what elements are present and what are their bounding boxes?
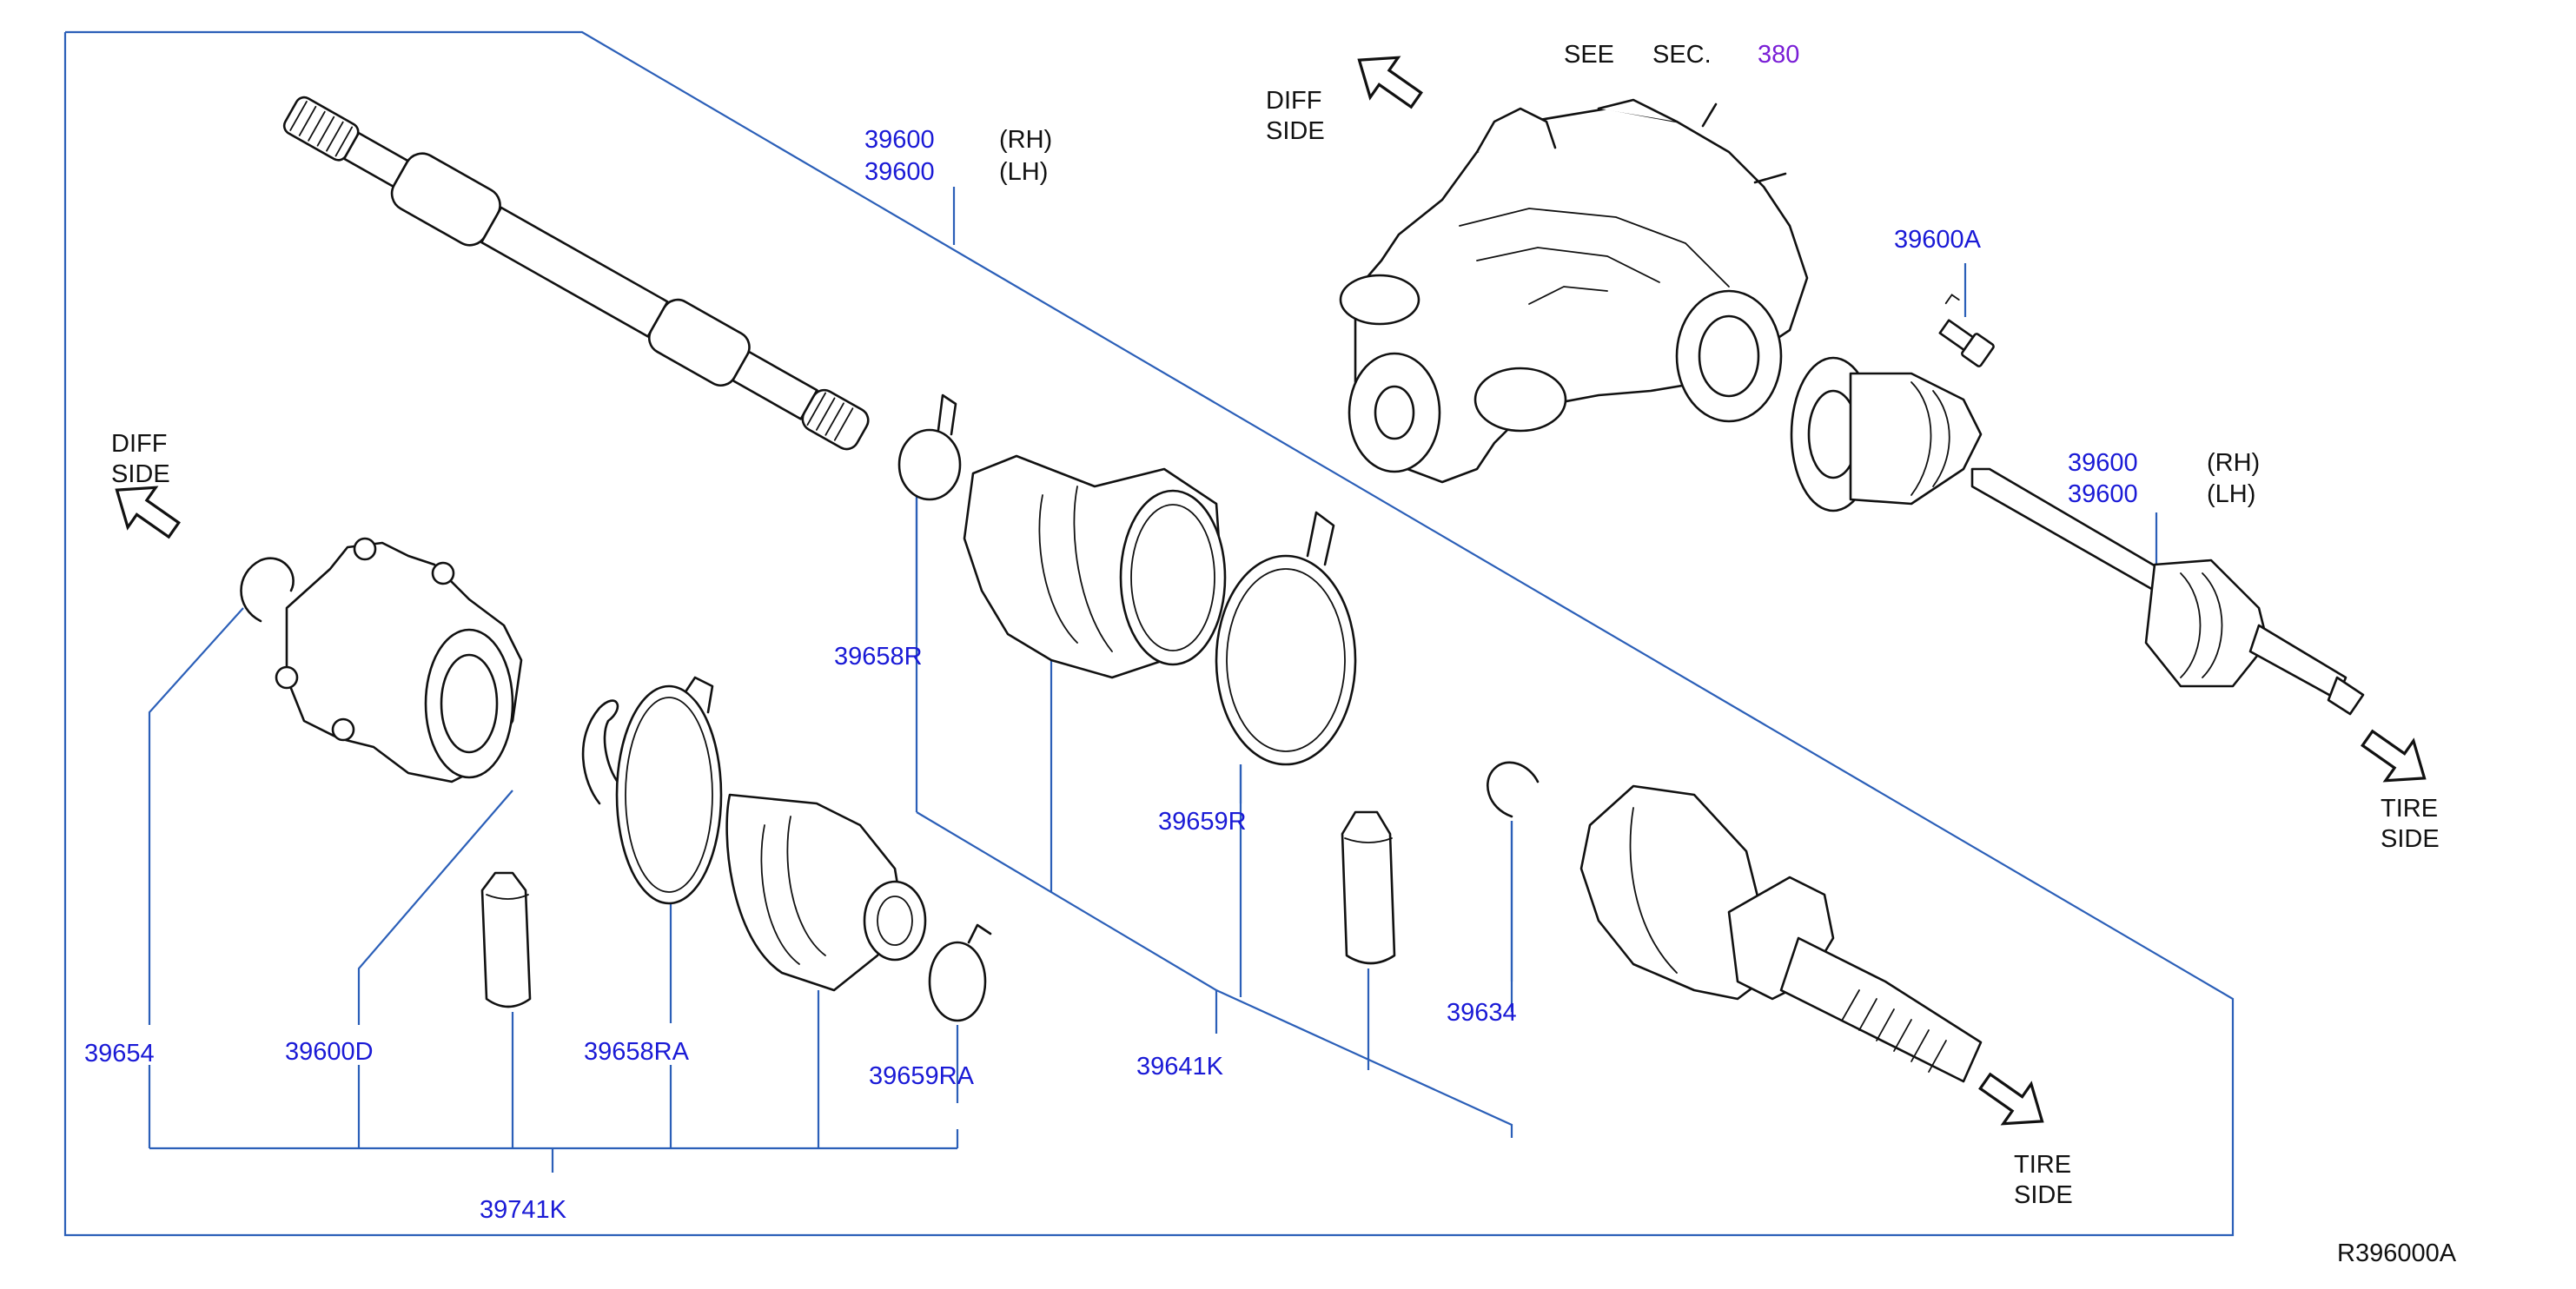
diagram-code: R396000A (2337, 1239, 2457, 1267)
inner-snap-ring (581, 699, 623, 805)
inner-boot (725, 793, 927, 992)
inner-small-band (928, 923, 992, 1022)
circlip (240, 557, 295, 623)
part-number-39600a[interactable]: 39600A (1894, 226, 1982, 254)
part-number-39600d[interactable]: 39600D (285, 1038, 374, 1066)
inner-large-band (615, 676, 723, 905)
part-number-39658ra[interactable]: 39658RA (584, 1038, 690, 1066)
grease-tube-right (1341, 810, 1396, 965)
part-number-39600-rh-right[interactable]: 39600 (2068, 449, 2138, 477)
part-number-39654[interactable]: 39654 (84, 1040, 155, 1068)
tire-side-bottom-line1: TIRE (2014, 1151, 2071, 1179)
part-number-39658r[interactable]: 39658R (834, 643, 923, 671)
part-number-39634[interactable]: 39634 (1447, 999, 1517, 1027)
differential-housing (1339, 98, 1809, 484)
part-number-39600-lh-top[interactable]: 39600 (864, 158, 935, 186)
diff-side-left-line2: SIDE (111, 460, 170, 488)
sec-label: SEC. (1652, 41, 1712, 69)
assembly-outline (63, 30, 2235, 1237)
outer-snap-ring (1487, 761, 1540, 818)
outer-cv-joint (1579, 784, 1983, 1083)
arrow-tire-side-right (2361, 729, 2427, 783)
right-shaft-assembly (1790, 356, 2365, 716)
part-number-39600-rh-top[interactable]: 39600 (864, 126, 935, 154)
tire-side-bottom-line2: SIDE (2014, 1181, 2073, 1209)
part-number-39600-lh-right[interactable]: 39600 (2068, 480, 2138, 508)
arrow-diff-side-left (115, 486, 181, 539)
tire-side-right-line2: SIDE (2381, 825, 2440, 853)
diff-side-left-line1: DIFF (111, 430, 167, 458)
arrow-tire-side-bottom (1978, 1072, 2044, 1126)
diff-side-top-line1: DIFF (1266, 87, 1321, 115)
rh-top-label: (RH) (999, 126, 1052, 154)
diff-side-top-line2: SIDE (1266, 117, 1325, 145)
arrow-diff-side-top (1357, 56, 1423, 109)
flange-bolt (1938, 294, 1995, 367)
part-number-39659r[interactable]: 39659R (1158, 808, 1247, 836)
see-label: SEE (1564, 41, 1614, 69)
rh-right-label: (RH) (2207, 449, 2260, 477)
lh-right-label: (LH) (2207, 480, 2255, 508)
lh-top-label: (LH) (999, 158, 1048, 186)
part-number-39659ra[interactable]: 39659RA (869, 1062, 975, 1090)
part-number-39741k[interactable]: 39741K (480, 1196, 567, 1224)
part-number-39641k[interactable]: 39641K (1136, 1053, 1224, 1081)
grease-tube-left (480, 871, 532, 1008)
inner-joint-housing (275, 537, 523, 783)
drive-shaft (282, 96, 870, 451)
outer-boot (963, 454, 1227, 679)
tire-side-right-line1: TIRE (2381, 795, 2438, 823)
outer-small-band-upper (897, 393, 962, 501)
outer-large-band (1215, 511, 1357, 766)
section-ref-link[interactable]: 380 (1758, 41, 1799, 69)
